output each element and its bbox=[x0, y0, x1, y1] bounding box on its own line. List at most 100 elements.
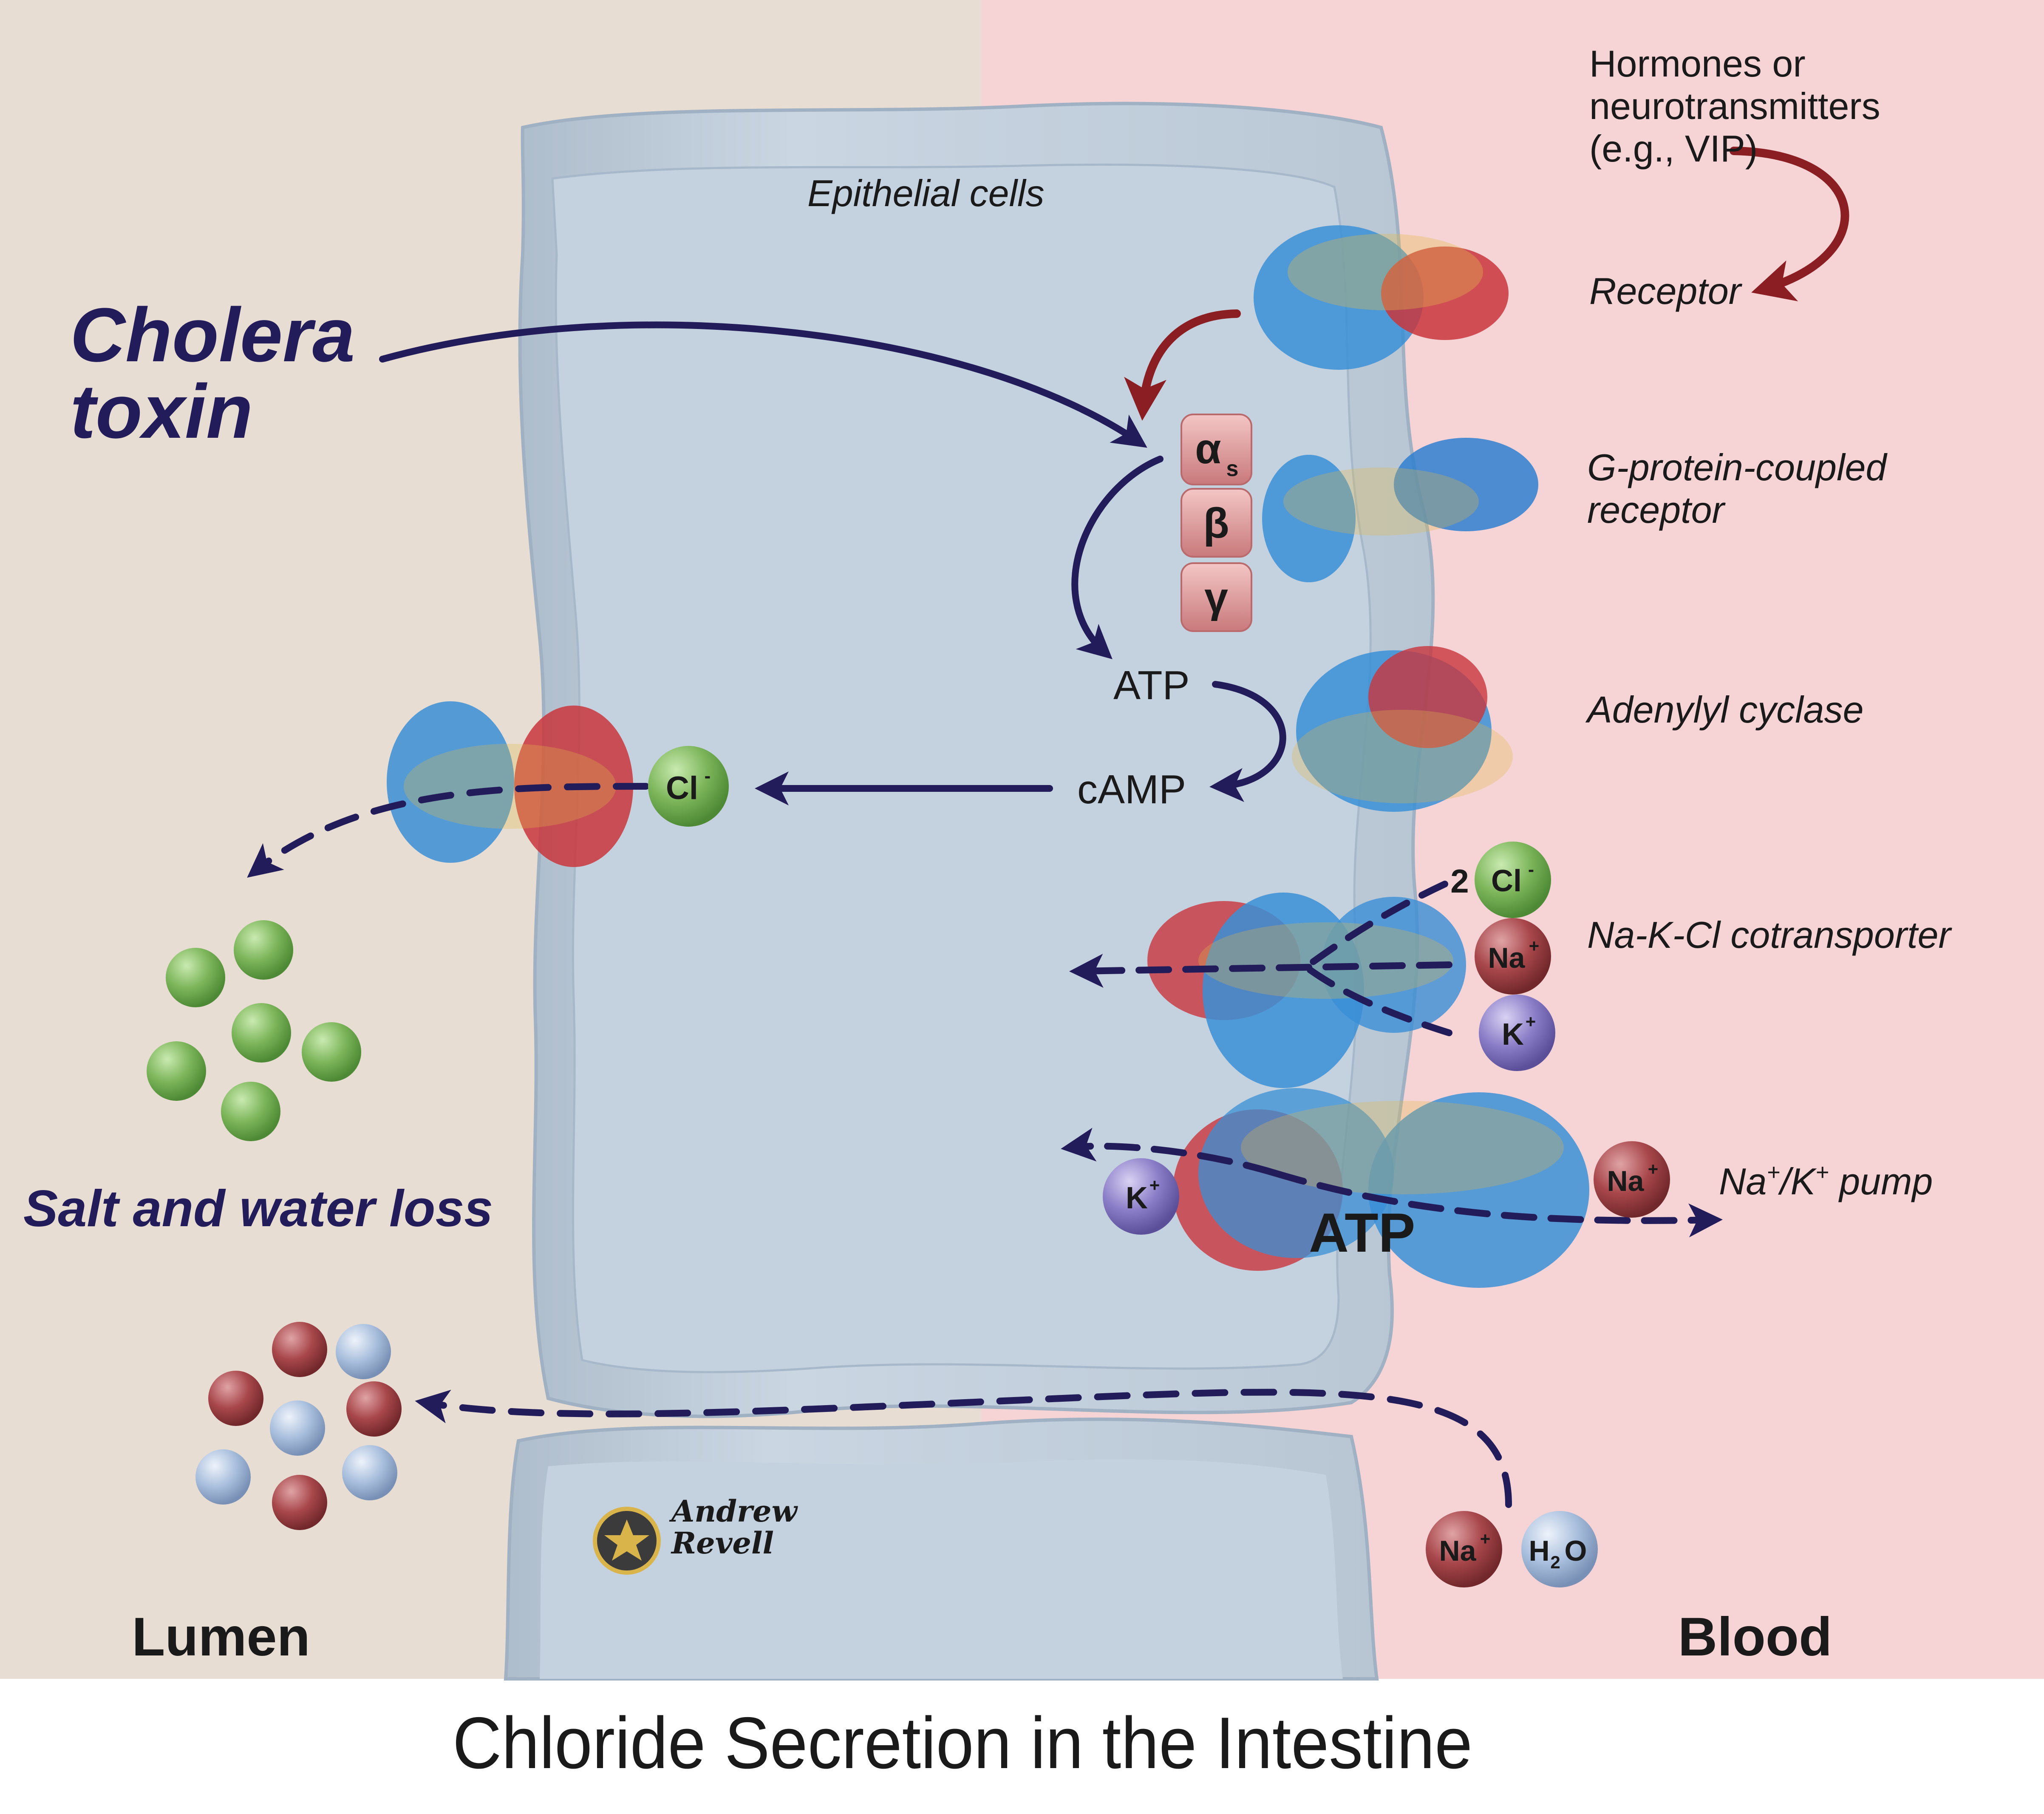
nkcc-na-charge: + bbox=[1529, 936, 1540, 956]
pump-na-charge: + bbox=[1648, 1159, 1659, 1179]
gpcr-label-line2: receptor bbox=[1587, 489, 1726, 531]
blood-na-label: Na bbox=[1439, 1535, 1477, 1567]
lumen-chloride-sphere bbox=[234, 920, 293, 980]
hormones-label-line1: Hormones or bbox=[1589, 43, 1806, 85]
signature-last-name: Revell bbox=[671, 1525, 774, 1561]
cholera-toxin-arrow bbox=[379, 321, 1147, 448]
gpcr-protein bbox=[1262, 438, 1538, 582]
nkcc-k-charge: + bbox=[1526, 1012, 1536, 1032]
svg-text:Adenylyl cyclase: Adenylyl cyclase bbox=[1585, 689, 1864, 731]
lumen-label: Lumen bbox=[132, 1607, 310, 1667]
pump-potassium-ion: K + bbox=[1103, 1158, 1179, 1235]
lumen-chloride-sphere bbox=[147, 1041, 206, 1101]
lumen-water-sphere bbox=[270, 1400, 325, 1456]
nkcc-cl-arrow bbox=[1305, 881, 1448, 968]
g-gamma-subunit bbox=[1181, 562, 1252, 632]
svg-text:Salt and water loss: Salt and water loss bbox=[23, 1179, 493, 1237]
receptor-to-gprotein-arrow bbox=[1124, 309, 1241, 421]
svg-text:Cl: Cl bbox=[1491, 864, 1522, 898]
h2o-o-label: O bbox=[1565, 1535, 1587, 1567]
svg-text:Chloride Secretion in the Inte: Chloride Secretion in the Intestine bbox=[453, 1702, 1472, 1784]
cftr-chloride-ion: Cl - bbox=[648, 746, 729, 827]
svg-text:Revell: Revell bbox=[671, 1525, 774, 1561]
lumen-chloride-sphere bbox=[221, 1082, 280, 1141]
lumen-water-sphere bbox=[195, 1449, 251, 1505]
pump-k-import-arrow bbox=[1061, 1128, 1278, 1176]
svg-text:K: K bbox=[1502, 1018, 1524, 1052]
svg-text:Hormones or: Hormones or bbox=[1589, 43, 1806, 85]
pump-label-end: pump bbox=[1829, 1160, 1933, 1202]
pump-label-na: Na bbox=[1719, 1160, 1767, 1202]
pump-label-sup1: + bbox=[1767, 1159, 1781, 1185]
lumen-chloride-sphere bbox=[302, 1022, 361, 1082]
svg-text:Na: Na bbox=[1488, 942, 1526, 974]
svg-text:Cl: Cl bbox=[666, 770, 698, 806]
nkcc-potassium-ion: K + bbox=[1479, 995, 1555, 1071]
svg-text:-: - bbox=[1528, 859, 1534, 879]
cl-secretion-arrow bbox=[247, 783, 649, 878]
lumen-chloride-cluster bbox=[147, 920, 361, 1141]
arrows bbox=[247, 147, 1849, 1508]
artist-signature: Andrew Revell bbox=[593, 1494, 798, 1575]
svg-text:2: 2 bbox=[1450, 862, 1469, 900]
gpcr-label-line1: G-protein-coupled bbox=[1587, 446, 1888, 488]
lumen-chloride-sphere bbox=[232, 1003, 291, 1063]
receptor-protein bbox=[1254, 225, 1509, 370]
blood-sodium-ion: Na + bbox=[1426, 1511, 1502, 1587]
cftr-cl-charge: - bbox=[705, 765, 711, 786]
svg-text:O: O bbox=[1565, 1535, 1587, 1567]
svg-text:2: 2 bbox=[1550, 1552, 1560, 1572]
nkcc-cl-charge: - bbox=[1528, 859, 1534, 879]
cholera-label-line1: Cholera bbox=[70, 292, 355, 378]
pump-label-sup2: + bbox=[1815, 1159, 1829, 1185]
figure-title: Chloride Secretion in the Intestine bbox=[453, 1702, 1472, 1784]
cholera-label-line2: toxin bbox=[70, 369, 253, 454]
svg-text:s: s bbox=[1226, 456, 1239, 481]
lumen-water-sphere bbox=[342, 1445, 397, 1500]
g-alpha-subunit bbox=[1181, 414, 1252, 485]
epithelial-cells-label: Epithelial cells bbox=[807, 172, 1045, 214]
svg-text:+: + bbox=[1480, 1529, 1491, 1549]
hormones-label-line2: neurotransmitters bbox=[1589, 85, 1880, 127]
svg-text:H: H bbox=[1529, 1535, 1549, 1567]
g-alpha-label: α bbox=[1195, 425, 1221, 473]
lumen-sodium-sphere bbox=[272, 1475, 327, 1530]
camp-label: cAMP bbox=[1077, 767, 1186, 812]
cftr-cl-label: Cl bbox=[666, 770, 698, 806]
nkcc-import-arrow bbox=[1069, 954, 1452, 988]
nkcc-na-label: Na bbox=[1488, 942, 1526, 974]
nkcc-sodium-ion: Na + bbox=[1475, 918, 1551, 995]
pump-k-charge: + bbox=[1149, 1175, 1160, 1195]
g-beta-label: β bbox=[1203, 499, 1229, 547]
svg-text:(e.g., VIP): (e.g., VIP) bbox=[1589, 128, 1758, 170]
svg-text:+: + bbox=[1529, 936, 1540, 956]
svg-text:Na: Na bbox=[1607, 1165, 1645, 1197]
g-protein: α s β γ bbox=[1181, 414, 1252, 632]
nkcc-k-label: K bbox=[1502, 1018, 1524, 1052]
pump-atp-label: ATP bbox=[1309, 1202, 1415, 1264]
svg-text:neurotransmitters: neurotransmitters bbox=[1589, 85, 1880, 127]
pump-sodium-ion: Na + bbox=[1594, 1141, 1670, 1218]
svg-text:Na-K-Cl cotransporter: Na-K-Cl cotransporter bbox=[1587, 914, 1953, 956]
svg-text:Blood: Blood bbox=[1678, 1607, 1832, 1667]
svg-text:+: + bbox=[1648, 1159, 1659, 1179]
blood-na-charge: + bbox=[1480, 1529, 1491, 1549]
svg-text:ATP: ATP bbox=[1113, 663, 1190, 708]
lumen-water-sphere bbox=[336, 1324, 391, 1379]
h2o-subscript: 2 bbox=[1550, 1552, 1560, 1572]
svg-text:K: K bbox=[1126, 1181, 1148, 1215]
h2o-h-label: H bbox=[1529, 1535, 1549, 1567]
svg-text:Receptor: Receptor bbox=[1589, 270, 1743, 312]
svg-text:Cholera: Cholera bbox=[70, 292, 355, 378]
svg-text:toxin: toxin bbox=[70, 369, 253, 454]
gprotein-to-atp-arrow bbox=[1071, 456, 1164, 660]
svg-text:Na+/K+ pump: Na+/K+ pump bbox=[1719, 1159, 1933, 1202]
lumen-sodium-sphere bbox=[346, 1381, 402, 1437]
g-beta-subunit bbox=[1181, 488, 1252, 558]
lumen-sodium-sphere bbox=[272, 1322, 327, 1377]
svg-text:α: α bbox=[1195, 425, 1221, 473]
lower-epithelial-cell bbox=[504, 1417, 1379, 1681]
blood-water-molecule: H 2 O bbox=[1521, 1511, 1598, 1587]
svg-text:ATP: ATP bbox=[1309, 1202, 1415, 1264]
